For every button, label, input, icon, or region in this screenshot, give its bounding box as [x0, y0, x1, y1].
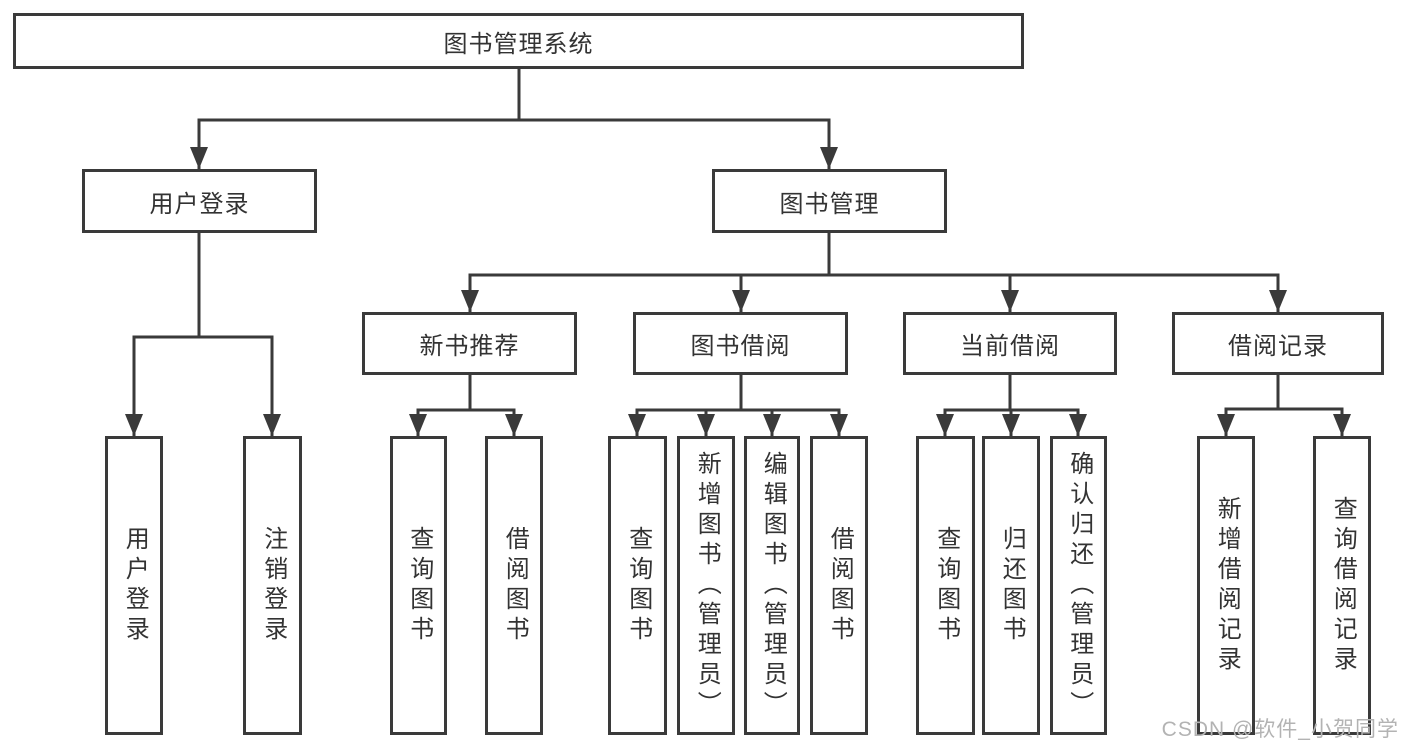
- leaf-query-books-recommend: 查询图书: [390, 436, 447, 735]
- node-borrowing-records: 借阅记录: [1172, 312, 1384, 375]
- leaf-query-books-borrow: 查询图书: [608, 436, 667, 735]
- leaf-query-borrow-record: 查询借阅记录: [1313, 436, 1371, 735]
- csdn-watermark: CSDN @软件_小贺同学: [1161, 718, 1399, 741]
- leaf-edit-books-admin: 编辑图书（管理员）: [744, 436, 800, 735]
- leaf-borrow-books-recommend: 借阅图书: [485, 436, 543, 735]
- leaf-logout: 注销登录: [243, 436, 302, 735]
- leaf-query-books-current: 查询图书: [916, 436, 975, 735]
- node-book-borrowing: 图书借阅: [633, 312, 848, 375]
- node-root: 图书管理系统: [13, 13, 1024, 69]
- leaf-add-borrow-record: 新增借阅记录: [1197, 436, 1255, 735]
- leaf-add-books-admin: 新增图书（管理员）: [677, 436, 735, 735]
- node-book-management: 图书管理: [712, 169, 947, 233]
- leaf-borrow-books: 借阅图书: [810, 436, 868, 735]
- leaf-return-books: 归还图书: [982, 436, 1040, 735]
- leaf-confirm-return-admin: 确认归还（管理员）: [1050, 436, 1107, 735]
- leaf-user-login: 用户登录: [105, 436, 163, 735]
- node-current-borrowing: 当前借阅: [903, 312, 1117, 375]
- node-new-book-recommendation: 新书推荐: [362, 312, 577, 375]
- node-user-login: 用户登录: [82, 169, 317, 233]
